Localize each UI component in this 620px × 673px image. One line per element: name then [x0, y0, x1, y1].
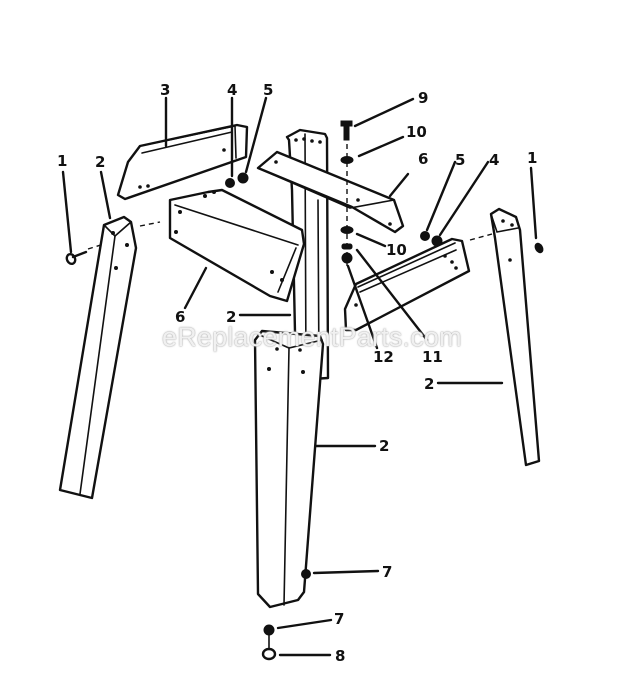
callout-2-center-upper[interactable]: 2: [226, 308, 236, 326]
callout-2-front[interactable]: 2: [379, 437, 389, 455]
callout-6-left[interactable]: 6: [175, 308, 185, 326]
callout-5-left[interactable]: 5: [263, 81, 273, 99]
right-leg[interactable]: [489, 207, 541, 467]
apron-rear-left[interactable]: [116, 123, 249, 201]
callout-8[interactable]: 8: [335, 647, 345, 665]
nut-right-icon: [431, 235, 443, 247]
callout-10-top[interactable]: 10: [406, 123, 427, 141]
callout-1-left[interactable]: 1: [57, 152, 67, 170]
callout-10-bottom[interactable]: 10: [386, 241, 407, 259]
leader-lines: [61, 96, 538, 657]
leveling-screw-icon: [261, 647, 277, 661]
glide-upper-icon: [301, 569, 311, 579]
callout-7-lower[interactable]: 7: [334, 610, 344, 628]
callout-2-left[interactable]: 2: [95, 153, 105, 171]
washer-left-icon: [237, 172, 249, 184]
apron-rear-right[interactable]: [256, 150, 405, 234]
callout-1-right[interactable]: 1: [527, 149, 537, 167]
callout-6-right[interactable]: 6: [418, 150, 428, 168]
callout-11[interactable]: 11: [422, 348, 443, 366]
glide-lower-icon: [263, 624, 275, 636]
front-leg[interactable]: [253, 329, 325, 609]
apron-right[interactable]: [343, 237, 471, 332]
apron-front-left[interactable]: [168, 188, 306, 303]
callout-3[interactable]: 3: [160, 81, 170, 99]
callout-4-left[interactable]: 4: [227, 81, 237, 99]
nut-left-icon: [225, 178, 235, 188]
hardware-stack: [340, 120, 354, 270]
callout-5-right[interactable]: 5: [455, 151, 465, 169]
callout-4-right[interactable]: 4: [489, 151, 499, 169]
bolt-left-icon: [65, 250, 88, 266]
washer-right-icon: [420, 231, 430, 241]
callout-12[interactable]: 12: [373, 348, 394, 366]
left-leg[interactable]: [58, 215, 138, 500]
bolt-right-icon: [534, 242, 544, 254]
callout-2-right[interactable]: 2: [424, 375, 434, 393]
callout-7-upper[interactable]: 7: [382, 563, 392, 581]
callouts: 1 2 3 4 5 6 2 9 10 6 5 4 1 10 12 11 2 2 …: [57, 81, 537, 665]
callout-9[interactable]: 9: [418, 89, 428, 107]
